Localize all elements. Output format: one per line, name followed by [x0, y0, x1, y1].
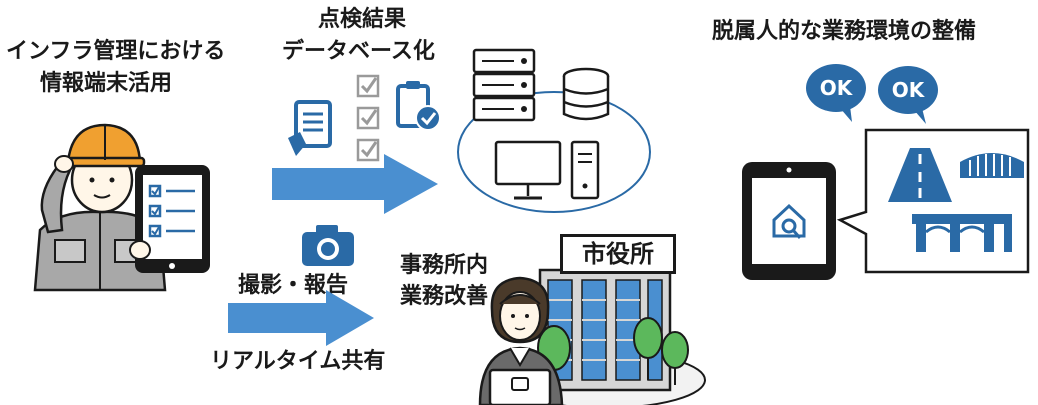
- work-env-label: 脱属人的な業務環境の整備: [712, 19, 977, 44]
- pc-tower-icon: [570, 140, 600, 200]
- arrow-to-database: [272, 154, 438, 214]
- office-label-line1: 事務所内: [400, 253, 489, 278]
- road-icon: [888, 148, 952, 202]
- office-label-line2: 業務改善: [400, 284, 489, 309]
- camera-icon: [302, 225, 354, 266]
- worker-with-tablet-icon: [33, 123, 210, 292]
- clipboard-check-icon: [396, 81, 441, 131]
- ok-bubble-2: [878, 66, 938, 124]
- realtime-share-label: リアルタイム共有: [210, 349, 386, 374]
- ok-bubble-1: [806, 64, 866, 122]
- city-hall-scene: [478, 268, 706, 405]
- db-label-line1: 点検結果: [318, 7, 407, 32]
- server-icon: [472, 48, 536, 122]
- monitor-icon: [494, 140, 562, 200]
- office-worker-laptop-icon: [478, 276, 564, 405]
- infra-label-line2: 情報端末活用: [40, 71, 173, 96]
- ok-bubbles: [806, 64, 938, 124]
- city-hall-label: 市役所: [582, 240, 654, 268]
- db-label-line2: データベース化: [282, 39, 435, 64]
- database-icon: [562, 67, 610, 121]
- bridge-icon: [960, 153, 1024, 178]
- city-hall-sign: 市役所: [560, 234, 676, 274]
- checklist-icon: [356, 74, 380, 162]
- infra-label-line1: インフラ管理における: [6, 39, 226, 64]
- bridge-icon-2: [912, 214, 1012, 252]
- ok-text-1: OK: [819, 76, 853, 100]
- database-cluster: [457, 48, 651, 213]
- arrow-to-office: [228, 290, 374, 346]
- ok-text-2: OK: [891, 78, 925, 102]
- tablet-infrastructure-panel: [742, 128, 1030, 280]
- tablet-search-icon: [742, 162, 836, 280]
- document-icon: [288, 100, 332, 156]
